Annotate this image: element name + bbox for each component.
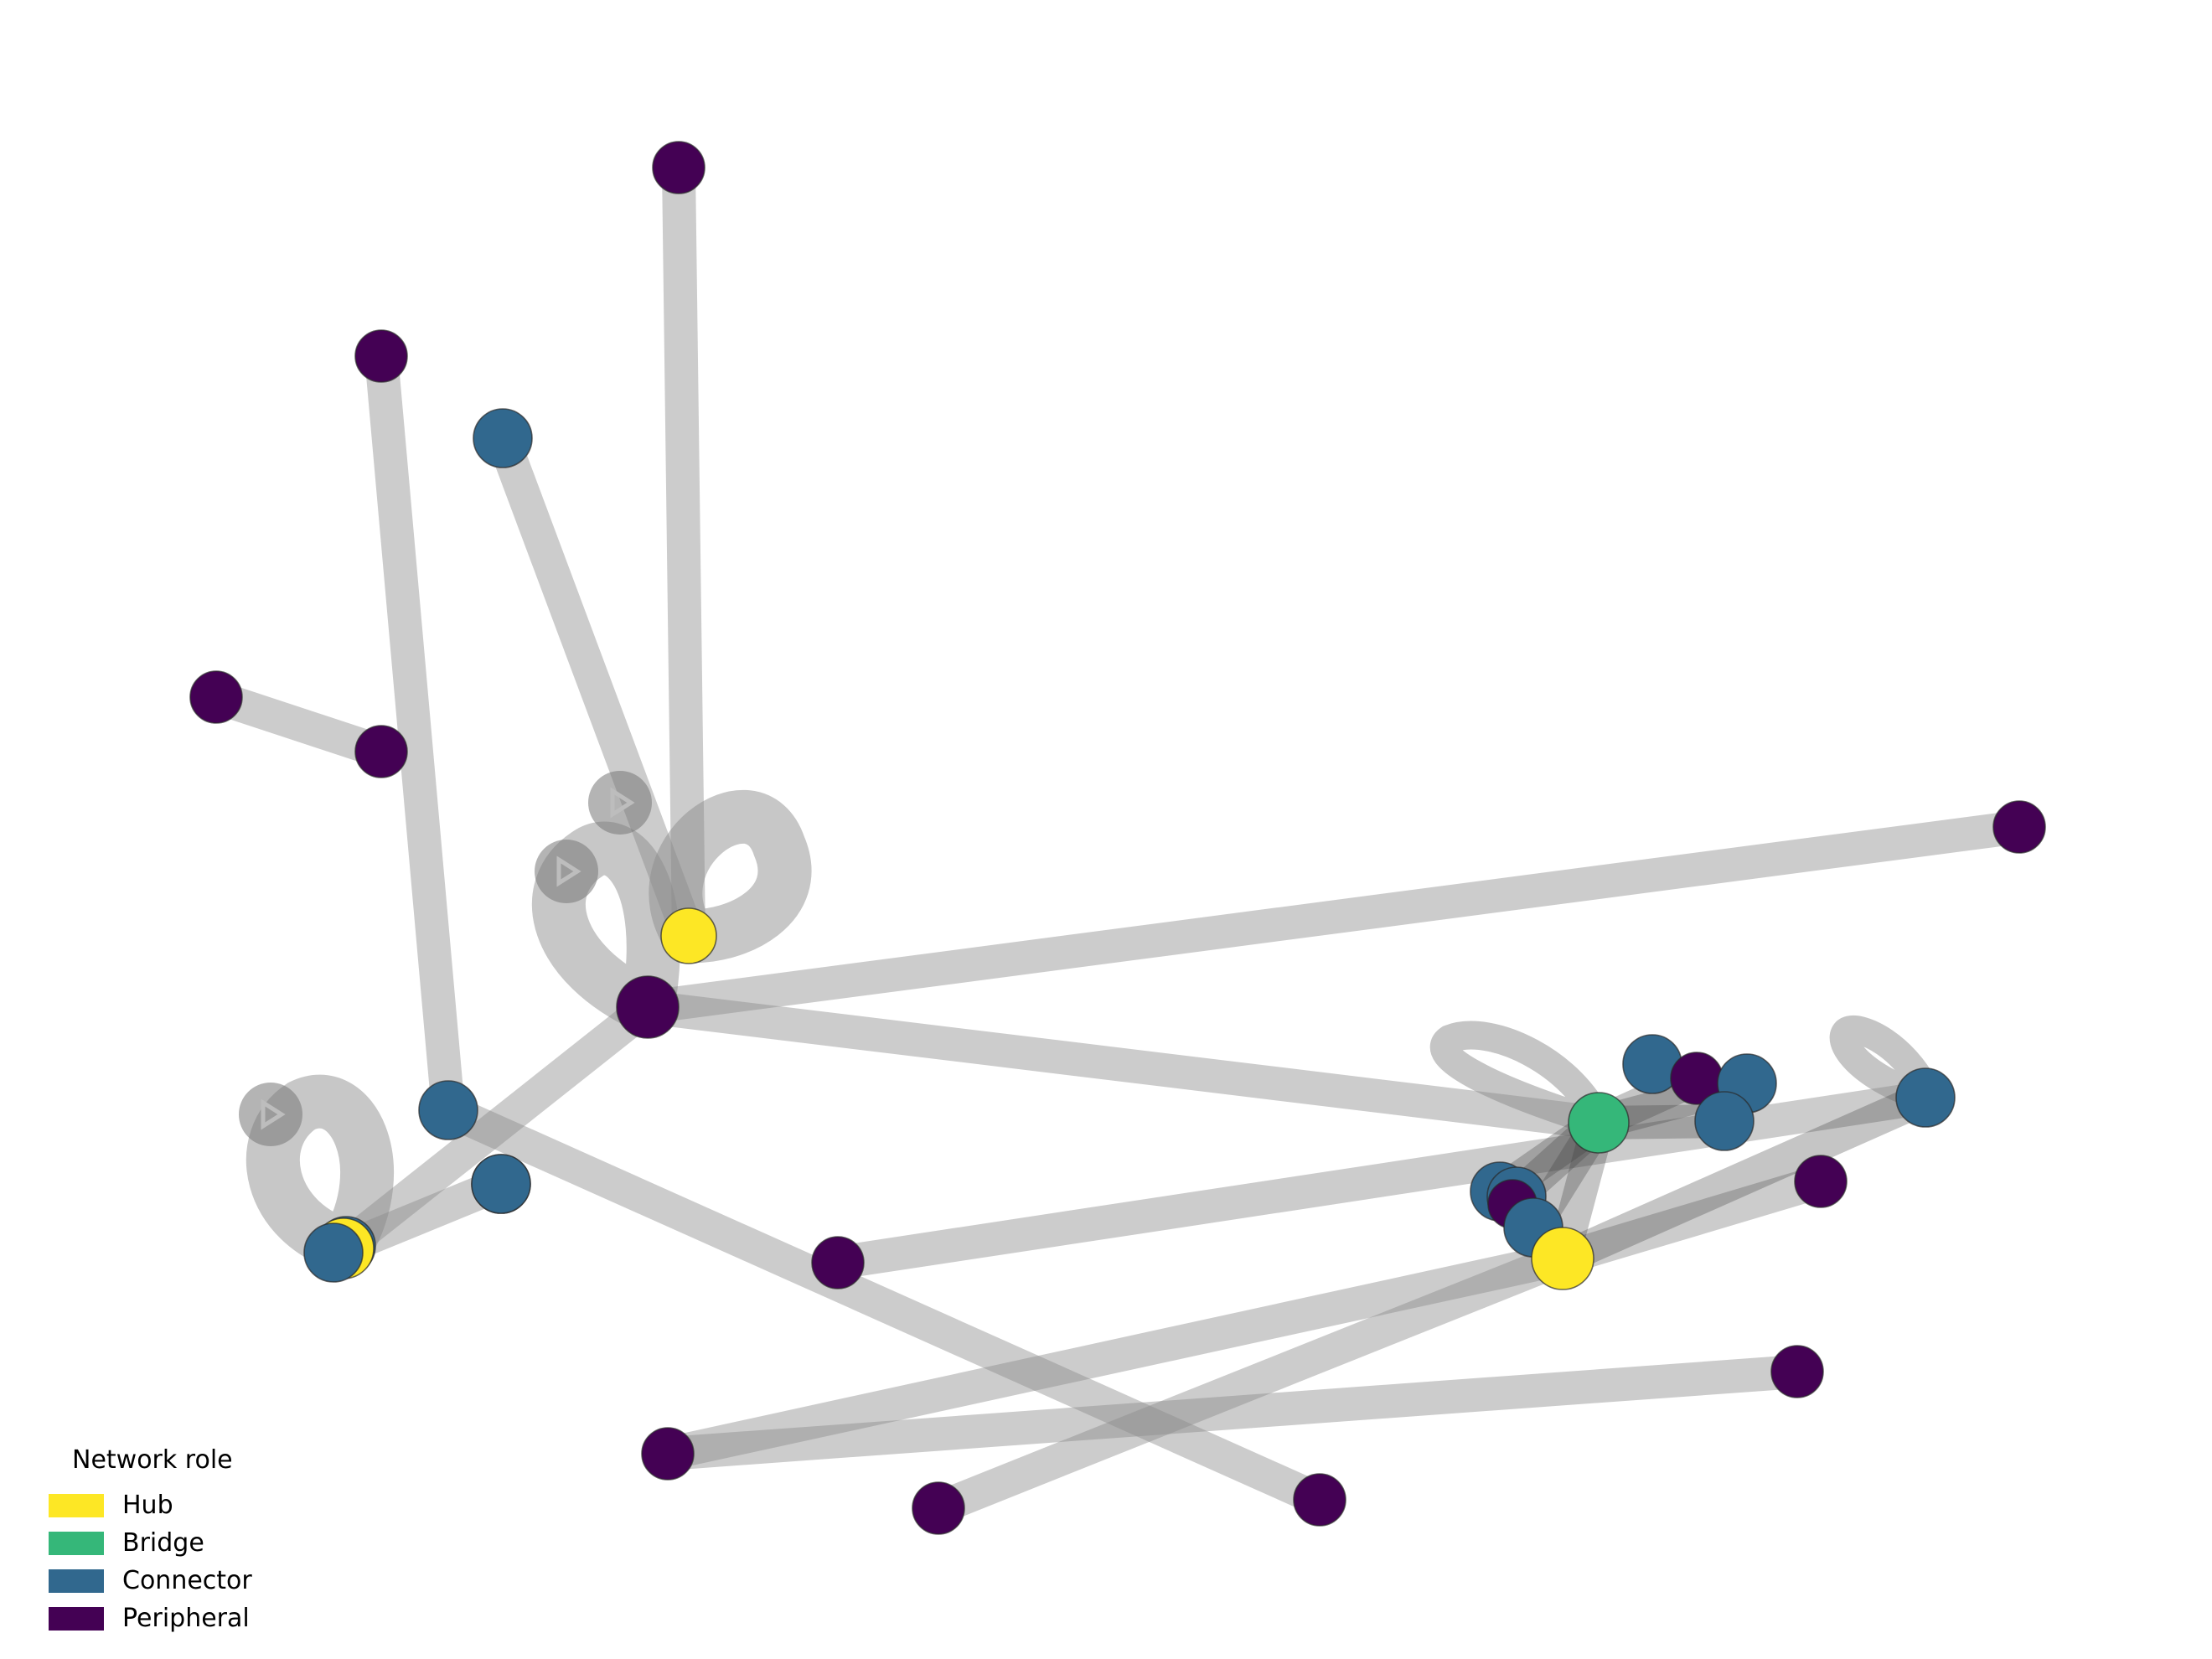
- loop-arrowhead-n12: [261, 1098, 286, 1130]
- node-peripheral: [354, 329, 408, 383]
- edge-n7-n12: [335, 994, 659, 1259]
- self-loop-n12: [246, 1074, 394, 1273]
- node-peripheral: [652, 141, 705, 194]
- node-bridge: [1568, 1092, 1630, 1154]
- node-hub: [1531, 1227, 1594, 1290]
- node-connector: [1895, 1067, 1956, 1128]
- node-connector: [471, 1154, 531, 1214]
- legend-swatch-connector: [49, 1569, 104, 1593]
- legend-swatch-hub: [49, 1493, 104, 1517]
- loop-arrowhead-n7: [556, 855, 581, 887]
- self-loop-n23: [1429, 1021, 1613, 1137]
- edge-n16-n20: [666, 1355, 1799, 1470]
- edge-n7-n23: [645, 990, 1601, 1140]
- edge-n16-n31: [664, 1242, 1567, 1470]
- edge-n31-n25: [1558, 1165, 1826, 1275]
- node-peripheral: [1992, 800, 2046, 854]
- node-peripheral: [641, 1427, 695, 1481]
- self-loop-layer: [246, 790, 1940, 1273]
- edge-n7-n15: [645, 810, 2022, 1024]
- edge-n1-n6: [662, 167, 705, 937]
- node-connector: [1694, 1091, 1755, 1151]
- edge-n2-n9: [364, 354, 465, 1112]
- self-loop-n6: [649, 790, 812, 964]
- node-connector: [473, 408, 533, 468]
- edge-n4-n5: [210, 681, 387, 767]
- edge-layer: [210, 167, 2022, 1524]
- legend-item-hub: Hub: [49, 1486, 300, 1524]
- node-peripheral: [1770, 1345, 1824, 1398]
- node-connector: [418, 1080, 478, 1140]
- node-peripheral: [189, 670, 243, 724]
- node-hub: [660, 907, 717, 964]
- loop-arrow-bg-n12: [239, 1083, 302, 1146]
- legend-label-hub: Hub: [122, 1491, 173, 1520]
- edge-n9-n17: [441, 1094, 1327, 1516]
- loop-arrow-bg-n6: [588, 771, 652, 835]
- node-peripheral: [1794, 1155, 1848, 1208]
- node-peripheral: [616, 975, 680, 1039]
- legend-label-connector: Connector: [122, 1566, 252, 1595]
- legend-item-peripheral: Peripheral: [49, 1600, 300, 1637]
- node-peripheral: [912, 1481, 965, 1535]
- node-connector: [303, 1222, 364, 1283]
- legend-swatch-bridge: [49, 1531, 104, 1555]
- legend-title: Network role: [72, 1445, 233, 1475]
- legend-label-bridge: Bridge: [122, 1528, 204, 1558]
- legend: Network role Hub Bridge Connector Periph…: [49, 1445, 300, 1637]
- legend-item-bridge: Bridge: [49, 1524, 300, 1562]
- node-peripheral: [1293, 1473, 1346, 1527]
- edge-n3-n6: [487, 432, 705, 943]
- legend-item-connector: Connector: [49, 1562, 300, 1600]
- node-peripheral: [354, 725, 408, 778]
- arrowhead-layer: [239, 771, 652, 1146]
- node-peripheral: [811, 1236, 865, 1289]
- edge-n18-n31: [932, 1243, 1569, 1524]
- node-layer: [189, 141, 2046, 1535]
- loop-arrowhead-n6: [610, 787, 635, 819]
- legend-swatch-peripheral: [49, 1606, 104, 1631]
- legend-label-peripheral: Peripheral: [122, 1604, 250, 1633]
- loop-arrow-bg-n7: [535, 840, 598, 903]
- edge-n31-n27: [1555, 1082, 1933, 1274]
